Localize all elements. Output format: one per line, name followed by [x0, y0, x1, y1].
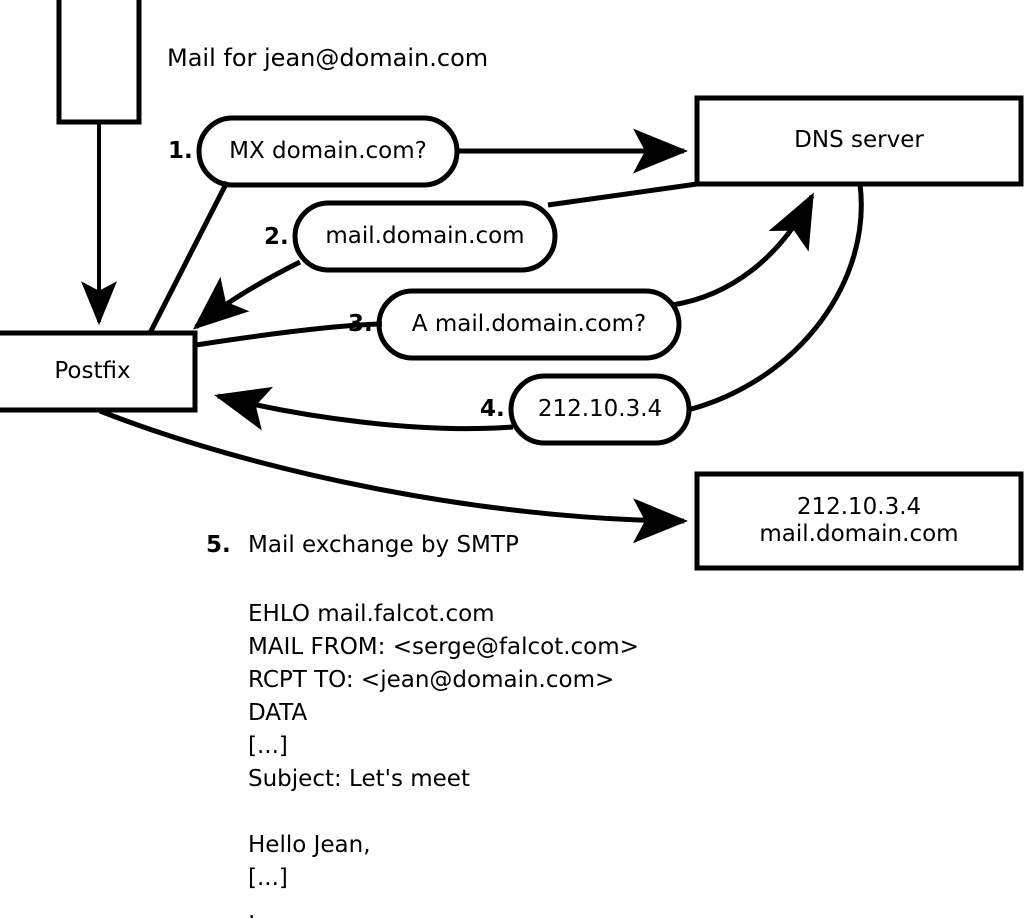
target-box-ip: 212.10.3.4 [796, 493, 922, 520]
arrow-step4-to-postfix [214, 386, 514, 432]
smtp-transcript-line: DATA [248, 700, 308, 726]
smtp-transcript-line: [...] [248, 733, 288, 759]
dns-box-shape [694, 95, 1024, 187]
page-title: Mail for jean@domain.com [167, 44, 489, 72]
dns-box-label: DNS server [794, 127, 924, 154]
step-1-label: MX domain.com? [229, 137, 427, 164]
target-box-shape [694, 471, 1024, 571]
arrow-step2-to-postfix [192, 259, 302, 330]
step-5-number: 5. [206, 532, 231, 558]
smtp-transcript-line: MAIL FROM: <serge@falcot.com> [248, 634, 639, 660]
smtp-transcript-line [248, 796, 639, 829]
line-dns-to-step2 [547, 181, 698, 208]
line-dns-to-step4 [687, 183, 864, 413]
postfix-box-shape [0, 330, 198, 413]
target-box-label: 212.10.3.4 mail.domain.com [697, 474, 1021, 568]
step-1-number: 1. [168, 138, 193, 164]
smtp-transcript-line: RCPT TO: <jean@domain.com> [248, 667, 615, 693]
arrow-step5-to-target [99, 408, 688, 544]
step-3-number: 3. [348, 311, 373, 337]
step-4-label: 212.10.3.4 [537, 395, 663, 422]
line-postfix-to-step3 [195, 321, 383, 348]
target-box-hostname: mail.domain.com [759, 521, 959, 547]
step-5-label: Mail exchange by SMTP [248, 532, 519, 558]
smtp-transcript-line: EHLO mail.falcot.com [248, 601, 495, 627]
smtp-transcript-line: . [248, 898, 256, 919]
smtp-transcript-line: Subject: Let's meet [248, 766, 470, 792]
smtp-transcript-line: [...] [248, 865, 288, 891]
smtp-transcript-line: Hello Jean, [248, 832, 371, 858]
arrow-step3-to-dns [671, 192, 815, 308]
step-2-bubble-shape [292, 200, 558, 273]
step-1-bubble-shape [196, 115, 460, 188]
postfix-box-label: Postfix [54, 357, 131, 384]
step-4-number: 4. [480, 396, 505, 422]
sender-box-shape [56, 0, 142, 125]
step-3-label: A mail.domain.com? [411, 310, 647, 337]
line-postfix-to-step1 [147, 180, 230, 335]
step-2-label: mail.domain.com [325, 222, 525, 249]
step-2-number: 2. [264, 224, 289, 250]
